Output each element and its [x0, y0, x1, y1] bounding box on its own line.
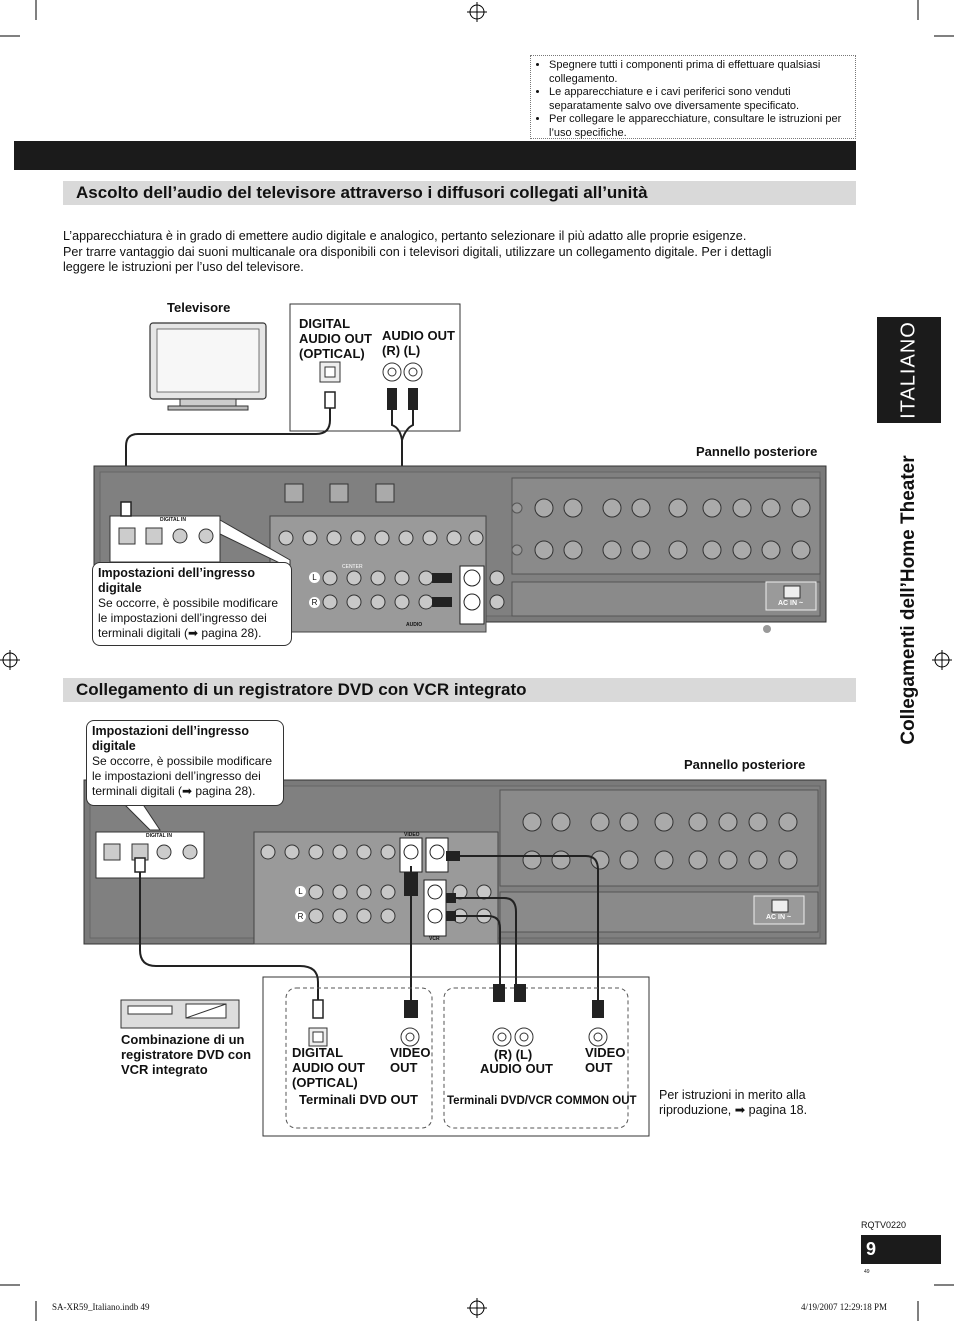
common-out-terminals-label: Terminali DVD/VCR COMMON OUT [447, 1095, 637, 1107]
digital-in-label: DIGITAL IN [160, 517, 186, 523]
digital-input-settings-callout: Impostazioni dell’ingresso digitale Se o… [86, 720, 284, 806]
center-label: CENTER [342, 564, 363, 570]
rear-panel-2 [83, 779, 827, 945]
device-label: Combinazione di un registratore DVD con … [121, 1032, 252, 1077]
digital-audio-out-label: DIGITAL AUDIO OUT (OPTICAL) [299, 316, 372, 361]
page-number: 9 [861, 1235, 941, 1264]
section-title: Ascolto dell’audio del televisore attrav… [63, 181, 856, 205]
audio-out-label: AUDIO OUT [480, 1061, 553, 1076]
ac-in-label: AC IN ~ [766, 914, 792, 921]
digital-audio-out-label: DIGITAL AUDIO OUT (OPTICAL) [292, 1045, 365, 1090]
ac-in-label: AC IN ~ [778, 600, 804, 607]
page-small-number: 49 [864, 1269, 870, 1275]
language-tab: ITALIANO [877, 317, 941, 423]
footer-timestamp: 4/19/2007 12:29:18 PM [801, 1302, 888, 1312]
video-out-label: VIDEO OUT [585, 1045, 626, 1075]
audio-out-label: AUDIO OUT (R) (L) [382, 328, 455, 358]
tv-output-box [289, 303, 461, 432]
footer-file: SA-XR59_Italiano.indb 49 [52, 1302, 150, 1312]
r-marker: R [309, 597, 320, 608]
header-bar [14, 141, 856, 170]
video-label: VIDEO [404, 832, 420, 838]
rear-panel-label: Pannello posteriore [696, 444, 818, 459]
note-item: Spegnere tutti i componenti prima di eff… [549, 59, 855, 86]
section-title: Collegamento di un registratore DVD con … [63, 678, 856, 702]
tv-label: Televisore [167, 300, 231, 315]
tv-icon [149, 322, 267, 411]
rear-panel-label: Pannello posteriore [684, 757, 806, 772]
l-marker: L [295, 886, 306, 897]
notes-box: Spegnere tutti i componenti prima di eff… [530, 55, 856, 139]
note-item: Le apparecchiature e i cavi periferici s… [549, 86, 855, 113]
dvd-vcr-device-icon [120, 999, 240, 1029]
r-marker: R [295, 911, 306, 922]
vcr-label: VCR [429, 936, 440, 942]
intro-text: L’apparecchiatura è in grado di emettere… [63, 229, 772, 274]
note-item: Per collegare le apparecchiature, consul… [549, 113, 855, 140]
digital-input-settings-callout: Impostazioni dell’ingresso digitale Se o… [92, 562, 292, 646]
dvd-out-terminals-label: Terminali DVD OUT [299, 1092, 418, 1107]
audio-label: AUDIO [406, 622, 423, 628]
video-out-label: VIDEO OUT [390, 1045, 431, 1075]
dvd-terminals-frame [262, 976, 650, 1137]
page-code: RQTV0220 [861, 1220, 907, 1230]
l-marker: L [309, 572, 320, 583]
digital-in-label: DIGITAL IN [146, 833, 172, 839]
rl-label: (R) (L) [494, 1047, 533, 1062]
playback-note: Per istruzioni in merito alla riproduzio… [659, 1088, 808, 1117]
